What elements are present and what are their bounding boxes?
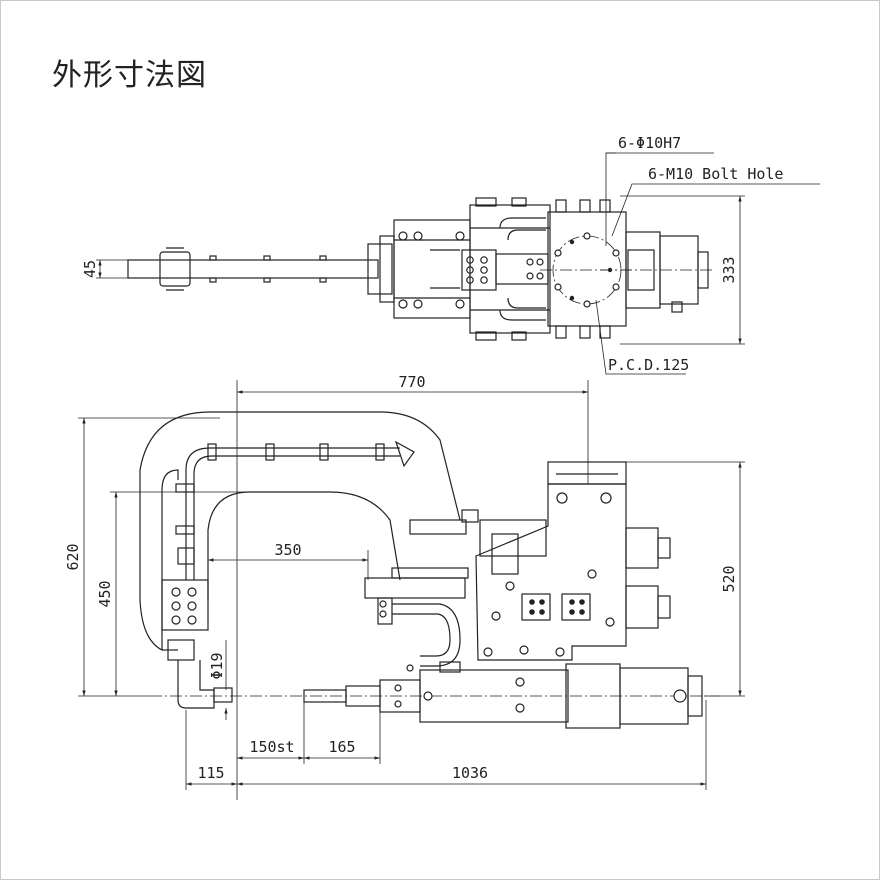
main-body [475, 483, 627, 661]
dim-overall-height: 620 [64, 543, 82, 570]
dim-offset-left: 115 [197, 764, 224, 782]
dim-right-height: 520 [720, 565, 738, 592]
dim-overall-width: 1036 [452, 764, 488, 782]
dim-cylinder: 165 [328, 738, 355, 756]
side-view: 770 620 450 520 350 Φ19 150st 165 [64, 373, 745, 800]
dim-throat-height: 450 [96, 580, 114, 607]
pcd-note: P.C.D.125 [608, 356, 689, 374]
dim-top-height: 333 [720, 256, 738, 283]
top-view: 45 333 6-Φ10H7 6-M10 Bolt Hole P.C.D.125 [81, 134, 820, 375]
c-frame [139, 411, 461, 651]
dim-throat-depth: 350 [274, 541, 301, 559]
pin-holes-note: 6-Φ10H7 [618, 134, 681, 152]
dim-top-width: 770 [398, 373, 425, 391]
bolt-holes-note: 6-M10 Bolt Hole [648, 165, 783, 183]
dim-arm-height: 45 [81, 260, 99, 278]
page-title: 外形寸法図 [52, 58, 207, 93]
top-arm [127, 259, 379, 279]
dim-electrode-dia: Φ19 [208, 652, 226, 679]
dim-stroke: 150st [249, 738, 294, 756]
